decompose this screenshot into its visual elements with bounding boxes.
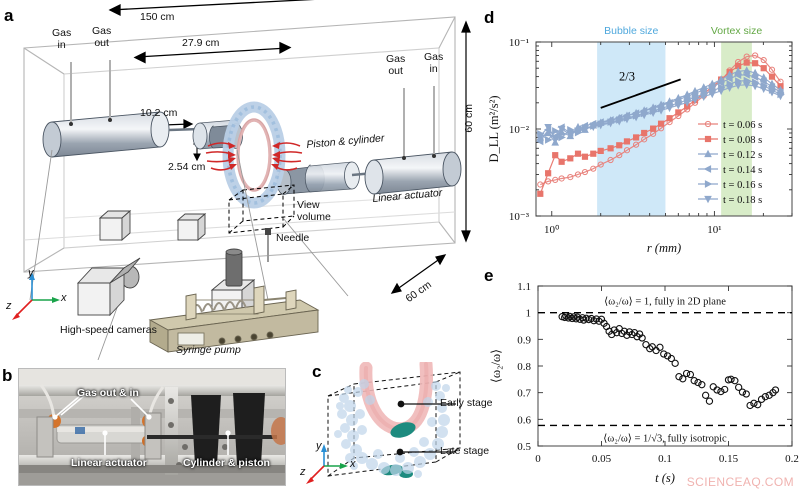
label-gas-in-left: Gas in: [52, 27, 72, 51]
panel-e-letter: e: [484, 266, 494, 285]
panel-b: Gas out & in Linear actuator Cylinder & …: [18, 368, 286, 486]
label-needle: Needle: [276, 232, 310, 244]
panel-e: 0 0.05 0.1 0.15 0.2 0.5 0.6 0.7 0.8 0.9 1 1.1 t (s) ⟨…: [480, 262, 800, 490]
ytick-label: 10⁻²: [509, 124, 530, 136]
y-axis-title: D_LL (m²/s²): [487, 95, 501, 162]
axis-ticks: [537, 285, 793, 447]
xtick-label: 10⁰: [544, 224, 560, 236]
slope-line: [600, 78, 681, 109]
y-axis-title: ⟨ω₂/ω⟩: [489, 349, 503, 383]
label-early-stage: Early stage: [440, 397, 493, 409]
ytick-label: 0.8: [517, 361, 531, 373]
legend-item: t = 0.12 s: [723, 150, 762, 161]
label-high-speed-cameras: High-speed cameras: [60, 324, 157, 336]
panel-b-letter: b: [2, 366, 13, 385]
dim-cylinder-diameter: 2.54 cm: [168, 161, 206, 173]
legend-item: t = 0.06 s: [723, 120, 762, 131]
photo-label-linear-actuator: Linear actuator: [71, 457, 147, 469]
panel-d-letter: d: [484, 8, 495, 27]
axis-label-y: y: [28, 267, 34, 279]
panel-e-chart: 0 0.05 0.1 0.15 0.2 0.5 0.6 0.7 0.8 0.9 1 1.1 t (s) ⟨…: [489, 281, 799, 485]
series-5: [536, 81, 785, 143]
dim-nozzle-distance: 27.9 cm: [182, 37, 220, 49]
ytick-label: 1.1: [517, 281, 531, 293]
axis-label-x: x: [61, 292, 67, 304]
panel-c-axis-x: x: [350, 458, 356, 470]
dim-tank-length: 150 cm: [140, 11, 175, 23]
xtick-label: 0.2: [785, 453, 799, 465]
panel-c-axis-y: y: [316, 440, 322, 452]
slope-annotation: 2/3: [619, 70, 635, 84]
xtick-label: 0.1: [658, 453, 672, 465]
xtick-label: 0.15: [719, 453, 739, 465]
ytick-label: 1: [526, 308, 532, 320]
ytick-label: 0.7: [517, 388, 531, 400]
xtick-label: 0.05: [592, 453, 612, 465]
label-gas-out-right: Gas out: [386, 53, 406, 77]
ytick-label: 10⁻³: [509, 211, 530, 223]
xtick-label: 0: [535, 453, 541, 465]
x-axis-title: t (s): [655, 471, 675, 485]
region-label-bubble: Bubble size: [604, 25, 658, 37]
label-late-stage: Late stage: [440, 445, 490, 457]
panel-c: Early stage Late stage y x z: [300, 362, 493, 490]
photo-label-cylinder-piston: Cylinder & piston: [183, 457, 270, 469]
legend-item: t = 0.18 s: [723, 195, 762, 206]
panel-a: a: [0, 0, 478, 360]
legend: t = 0.06 s t = 0.08 s t = 0.12 s t = 0.14 s…: [698, 120, 762, 206]
panel-a-letter: a: [4, 6, 14, 25]
axis-label-z: z: [6, 300, 12, 312]
label-view-volume: View volume: [297, 199, 331, 223]
ytick-label: 0.9: [517, 334, 531, 346]
region-label-vortex: Vortex size: [711, 25, 763, 37]
ytick-label: 0.6: [517, 414, 531, 426]
dim-piston-stroke: 10.2 cm: [140, 107, 178, 119]
label-gas-in-right: Gas in: [424, 51, 444, 75]
annotation-isotropic: ⟨ω₂/ω⟩ = 1/√3, fully isotropic: [603, 432, 727, 444]
annotation-2d-plane: ⟨ω₂/ω⟩ = 1, fully in 2D plane: [604, 296, 726, 308]
panel-d-chart: Bubble size Vortex size 10⁰ 10¹ 10⁻³ 10⁻² 10⁻¹…: [487, 25, 793, 255]
xtick-label: 10¹: [707, 224, 721, 236]
legend-item: t = 0.16 s: [723, 180, 762, 191]
label-gas-out-left: Gas out: [92, 25, 112, 49]
series-0: [537, 52, 784, 188]
panel-c-axis-z: z: [300, 466, 306, 478]
legend-item: t = 0.14 s: [723, 165, 762, 176]
ytick-label: 10⁻¹: [509, 37, 529, 49]
panel-c-letter: c: [312, 362, 322, 381]
panel-c-render: [306, 362, 461, 484]
photo-label-gas-out-in: Gas out & in: [77, 387, 139, 399]
x-axis-title: r (mm): [647, 241, 681, 255]
legend-item: t = 0.08 s: [723, 135, 762, 146]
dim-tank-height: 60 cm: [463, 104, 475, 133]
label-syringe-pump: Syringe pump: [176, 344, 241, 356]
panel-b-photograph: Gas out & in Linear actuator Cylinder & …: [18, 368, 286, 486]
plot-frame: [537, 285, 793, 447]
panel-a-schematic: [12, 0, 471, 360]
ytick-label: 0.5: [517, 441, 531, 453]
scatter-points: [558, 312, 780, 410]
panel-d: Bubble size Vortex size 10⁰ 10¹ 10⁻³ 10⁻² 10⁻¹…: [480, 4, 800, 262]
watermark: SCIENCEAQ.COM: [686, 475, 794, 489]
